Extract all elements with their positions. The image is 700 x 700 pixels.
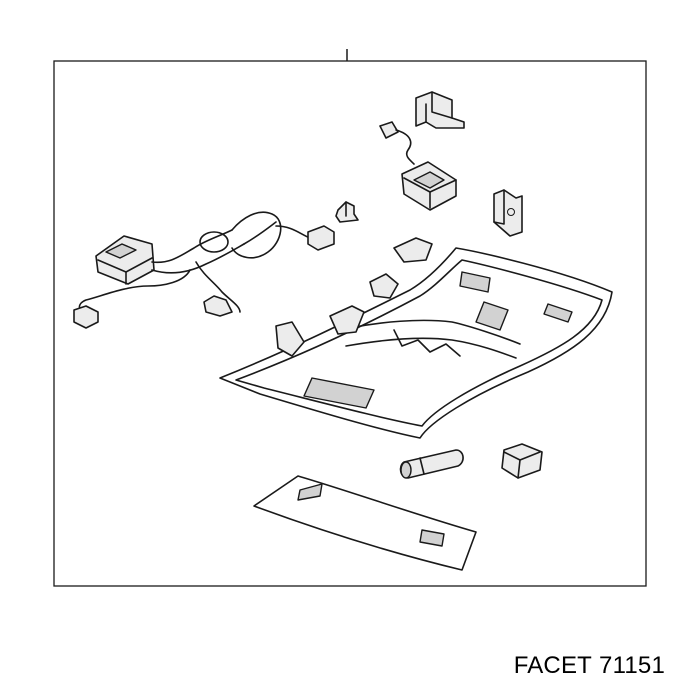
wiring-harness <box>73 211 335 329</box>
lens-cap <box>501 443 543 479</box>
bulb-socket <box>379 121 457 211</box>
retaining-clip <box>335 201 359 223</box>
mounting-bracket <box>415 91 465 129</box>
cover-lens <box>253 475 477 571</box>
console-housing <box>219 237 613 439</box>
lamp-bulb <box>399 449 464 479</box>
part-number: 71151 <box>599 652 665 679</box>
brand-label: FACET <box>513 652 593 679</box>
assembly-frame <box>53 60 647 587</box>
side-bracket <box>493 189 523 237</box>
